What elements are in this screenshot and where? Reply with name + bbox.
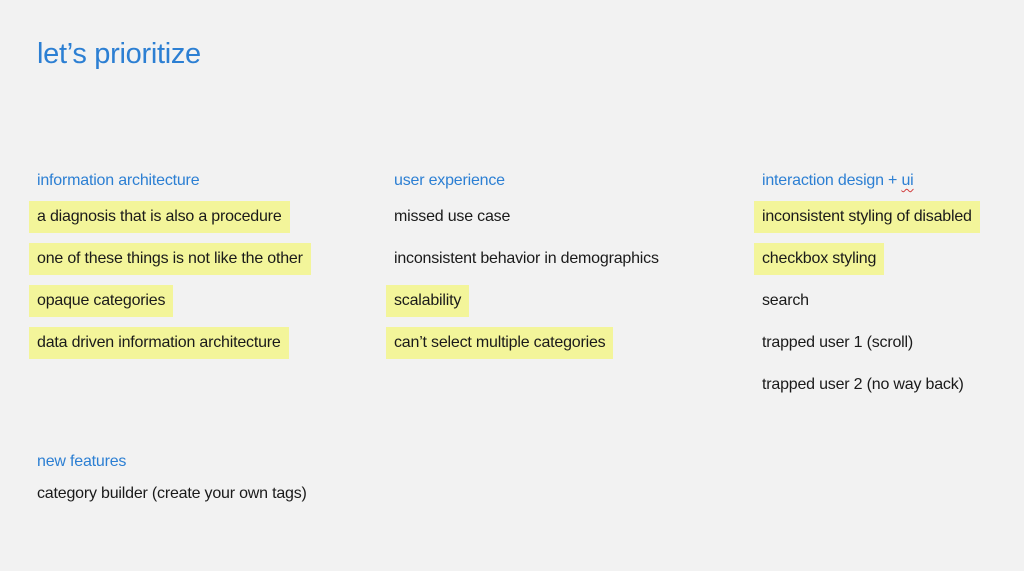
list-item: can’t select multiple categories [386, 327, 614, 359]
list-item: one of these things is not like the othe… [29, 243, 311, 275]
list-item: inconsistent styling of disabled [754, 201, 980, 233]
list-item: inconsistent behavior in demographics [394, 250, 659, 267]
item-list: missed use case inconsistent behavior in… [386, 206, 659, 374]
column-interaction-design-ui: interaction design + ui inconsistent sty… [754, 170, 980, 416]
list-item: missed use case [394, 208, 511, 225]
list-item: a diagnosis that is also a procedure [29, 201, 290, 233]
column-heading-spellcheck-word: ui [901, 172, 914, 189]
list-item: trapped user 2 (no way back) [762, 376, 964, 393]
column-heading: information architecture [37, 172, 200, 189]
slide-title: let’s prioritize [37, 38, 201, 70]
section-new-features: new features category builder (create yo… [37, 451, 307, 505]
column-heading-main: interaction design + [762, 172, 902, 189]
list-item: scalability [386, 285, 470, 317]
item-list: inconsistent styling of disabled checkbo… [754, 201, 980, 416]
list-item: data driven information architecture [29, 327, 289, 359]
list-item: search [762, 292, 809, 309]
column-heading: interaction design + ui [762, 170, 980, 192]
column-user-experience: user experience missed use case inconsis… [386, 170, 659, 374]
column-information-architecture: information architecture a diagnosis tha… [29, 170, 311, 374]
item-list: category builder (create your own tags) [37, 483, 307, 505]
column-heading: user experience [394, 172, 505, 189]
section-heading: new features [37, 453, 127, 470]
list-item: checkbox styling [754, 243, 885, 275]
item-list: a diagnosis that is also a procedure one… [29, 201, 311, 374]
list-item: opaque categories [29, 285, 174, 317]
list-item: category builder (create your own tags) [37, 485, 307, 502]
list-item: trapped user 1 (scroll) [762, 334, 914, 351]
